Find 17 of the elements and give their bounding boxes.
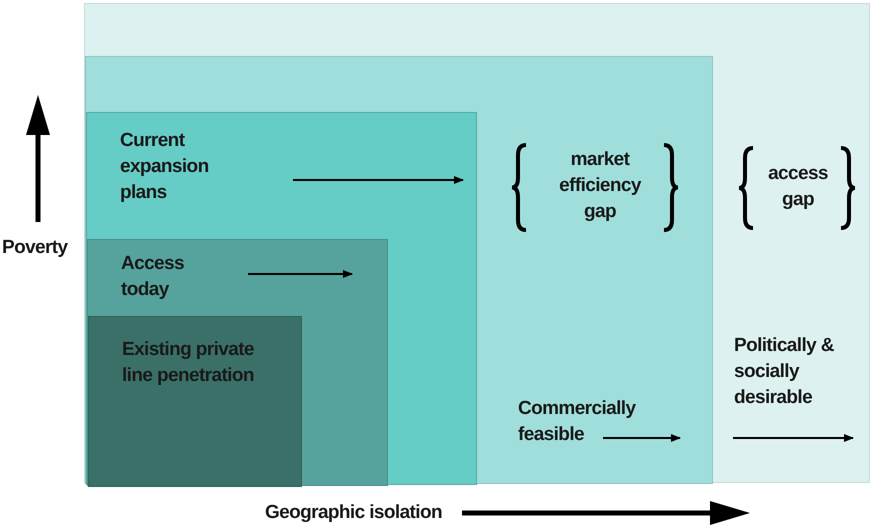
- penetration-zone-box: [88, 316, 302, 487]
- zone-label: Current expansion plans: [120, 129, 210, 205]
- commercial-zone-box: [85, 56, 713, 484]
- axis-label: Geographic isolation: [265, 501, 443, 525]
- zone-label: Existing private line penetration: [122, 338, 255, 388]
- zone-label: Politically & socially desirable: [734, 334, 835, 410]
- access-zone-box: [87, 239, 388, 486]
- arrow: [603, 434, 681, 442]
- arrow: [293, 176, 464, 184]
- axis-label: Poverty: [2, 236, 69, 260]
- arrow: [733, 434, 854, 442]
- zone-label: Commercially feasible: [518, 397, 637, 447]
- expansion-zone-box: [86, 112, 477, 485]
- zone-label: Access today: [121, 252, 185, 302]
- bracketed-label: market efficiency gap: [558, 148, 642, 224]
- arrow: [248, 270, 353, 278]
- bracketed-label: access gap: [767, 162, 829, 212]
